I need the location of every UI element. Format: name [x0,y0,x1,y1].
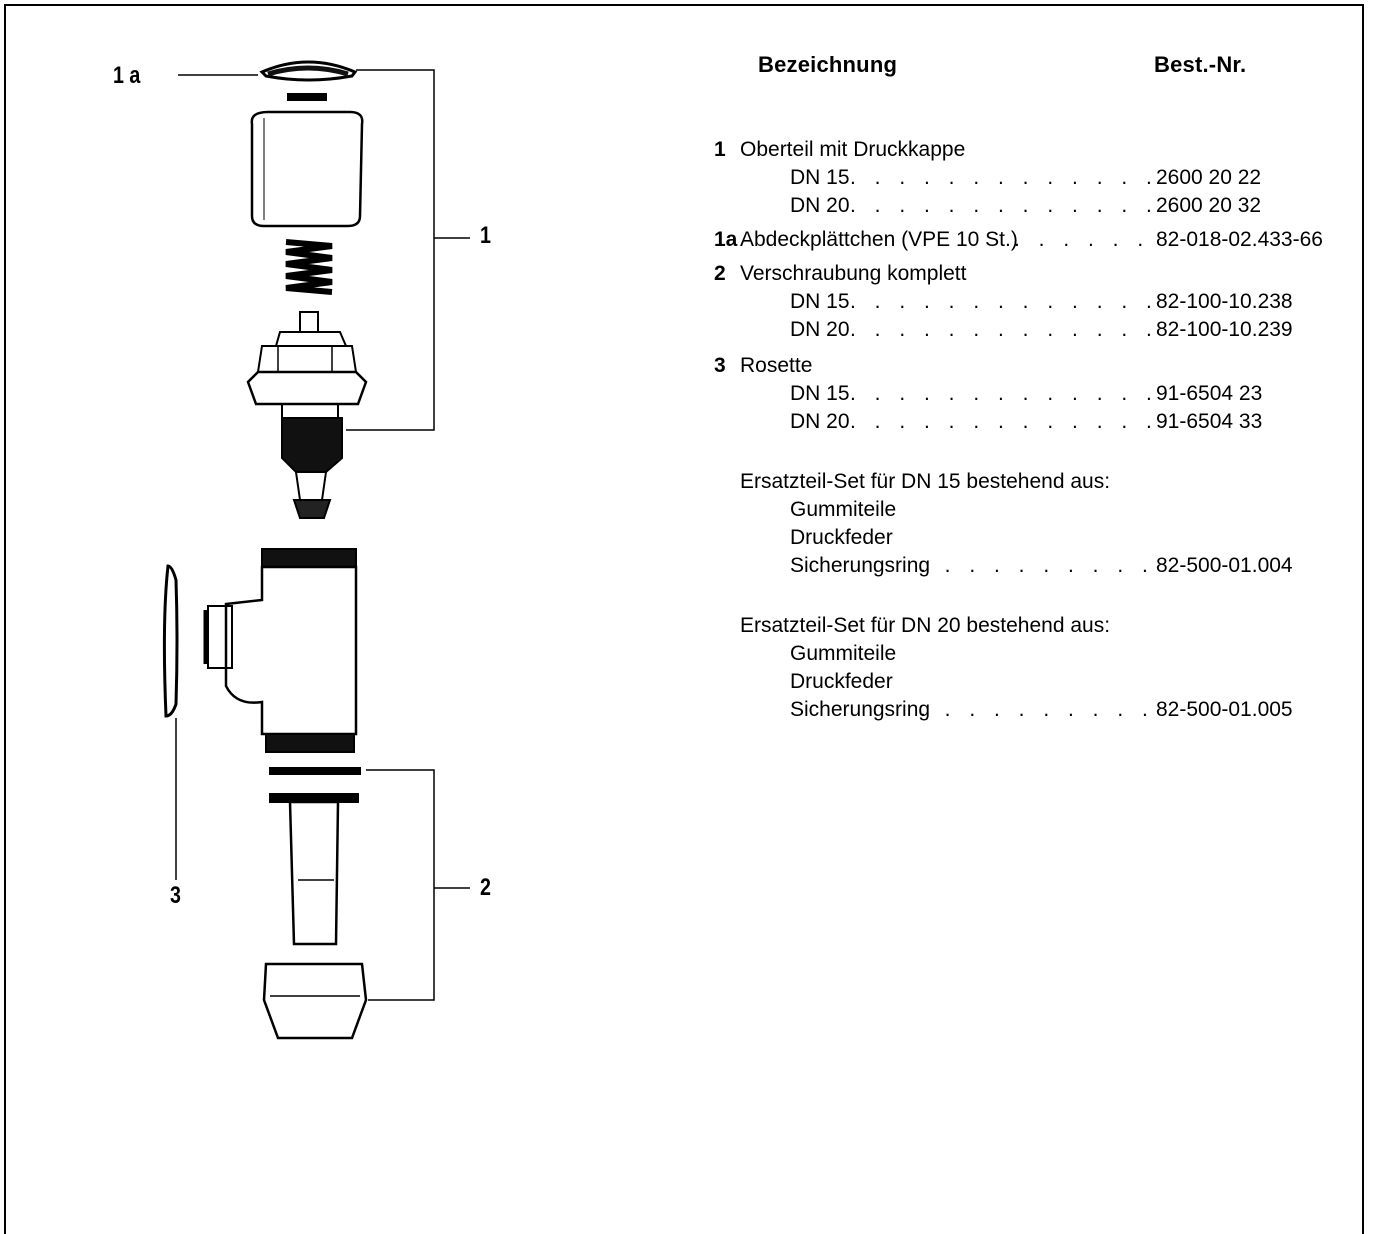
set-part: Sicherungsring . . . . . . . . . . . . .… [714,552,1354,580]
leader-dots: . . . . . . . . . . . . . . . . . . . [920,554,1150,577]
part-row: DN 20 . . . . . . . . . . . . . . . . . … [714,316,1354,344]
column-header-order-number: Best.-Nr. [1154,52,1247,77]
leader-dots: . . . . . . . . . . . . . . . . . . . [920,698,1150,721]
order-number: 91-6504 23 [1156,382,1263,405]
seal-ring-shape [269,767,361,775]
valve-body-top-ring [261,548,357,568]
order-number: 82-100-10.239 [1156,318,1293,341]
order-number: 82-100-10.238 [1156,290,1293,313]
part-row: DN 20 . . . . . . . . . . . . . . . . . … [714,192,1354,220]
page-frame [4,4,1364,1234]
leader-dots: . . . . . . . . . . . . . . . . . . . . … [850,166,1150,189]
part-number: 1a [714,228,738,251]
part-size: DN 20 [790,194,850,217]
part-number: 2 [714,262,726,285]
callout-1a: 1 a [113,62,141,89]
order-number: 2600 20 22 [1156,166,1262,189]
part-row: DN 15 . . . . . . . . . . . . . . . . . … [714,164,1354,192]
press-cap-shape [250,110,364,228]
part-row: DN 15 . . . . . . . . . . . . . . . . . … [714,380,1354,408]
callout-3: 3 [170,882,181,909]
leader-dots: . . . . . . . . . . . . . . . . . . . . … [850,194,1150,217]
exploded-view-drawing [162,60,470,1040]
set-part: Gummiteile [714,496,1354,524]
spring-shape [285,239,333,295]
part-row: DN 15 . . . . . . . . . . . . . . . . . … [714,288,1354,316]
thread-shape [281,417,343,473]
part-number: 3 [714,354,726,377]
valve-head-shape [246,370,368,406]
valve-body-bottom-ring [265,733,355,753]
set-part: Sicherungsring . . . . . . . . . . . . .… [714,696,1354,724]
cover-cap-shape [259,60,358,82]
set-title: Ersatzteil-Set für DN 20 bestehend aus: [714,612,1354,640]
callout-2: 2 [480,874,491,901]
valve-body-shape [224,565,358,736]
column-header-name: Bezeichnung [758,52,898,77]
set-title-text: Ersatzteil-Set für DN 20 bestehend aus: [740,614,1111,637]
order-number: 2600 20 32 [1156,194,1262,217]
tailpiece-shape [288,800,340,946]
part-name: Abdeckplättchen (VPE 10 St.) [740,228,1018,251]
callout-1: 1 [480,222,491,249]
part-name: Verschraubung komplett [740,262,967,285]
set-title-text: Ersatzteil-Set für DN 15 bestehend aus: [740,470,1111,493]
part-number: 1 [714,138,726,161]
order-number: 82-018-02.433-66 [1156,228,1323,251]
order-number: 91-6504 33 [1156,410,1263,433]
set-part-text: Sicherungsring [790,554,931,577]
set-part: Druckfeder [714,668,1354,696]
nut-shape [262,962,368,1040]
part-size: DN 20 [790,410,850,433]
order-number: 82-500-01.005 [1156,698,1293,721]
part-row: DN 20 . . . . . . . . . . . . . . . . . … [714,408,1354,436]
part-size: DN 15 [790,382,850,405]
part-size: DN 15 [790,290,850,313]
leader-dots: . . . . . . . . . . . . . . . . . . . . … [850,410,1150,433]
set-title: Ersatzteil-Set für DN 15 bestehend aus: [714,468,1354,496]
part-name: Rosette [740,354,813,377]
set-part: Gummiteile [714,640,1354,668]
part-size: DN 15 [790,166,850,189]
rosette-shape [162,564,179,718]
set-part-text: Druckfeder [790,670,893,693]
leader-dots: . . . . . . . . . . . . . . . . . . . . … [850,290,1150,313]
leader-dots: . . . . . . . . . . . . . [1014,228,1150,251]
valve-stem-shape [299,311,319,333]
set-part-text: Gummiteile [790,498,897,521]
part-size: DN 20 [790,318,850,341]
part-row: 1a Abdeckplättchen (VPE 10 St.) . . . . … [714,226,1354,254]
part-row: 3 Rosette [714,352,1354,380]
order-number: 82-500-01.004 [1156,554,1293,577]
bracket-1 [346,69,435,431]
set-part-text: Gummiteile [790,642,897,665]
part-row: 1 Oberteil mit Druckkappe [714,136,1354,164]
small-ring-shape [287,93,327,101]
set-part: Druckfeder [714,524,1354,552]
leader-dots: . . . . . . . . . . . . . . . . . . . . … [850,318,1150,341]
set-part-text: Druckfeder [790,526,893,549]
part-row: 2 Verschraubung komplett [714,260,1354,288]
leader-dots: . . . . . . . . . . . . . . . . . . . . … [850,382,1150,405]
bracket-2 [366,769,435,1001]
set-part-text: Sicherungsring [790,698,931,721]
part-name: Oberteil mit Druckkappe [740,138,966,161]
